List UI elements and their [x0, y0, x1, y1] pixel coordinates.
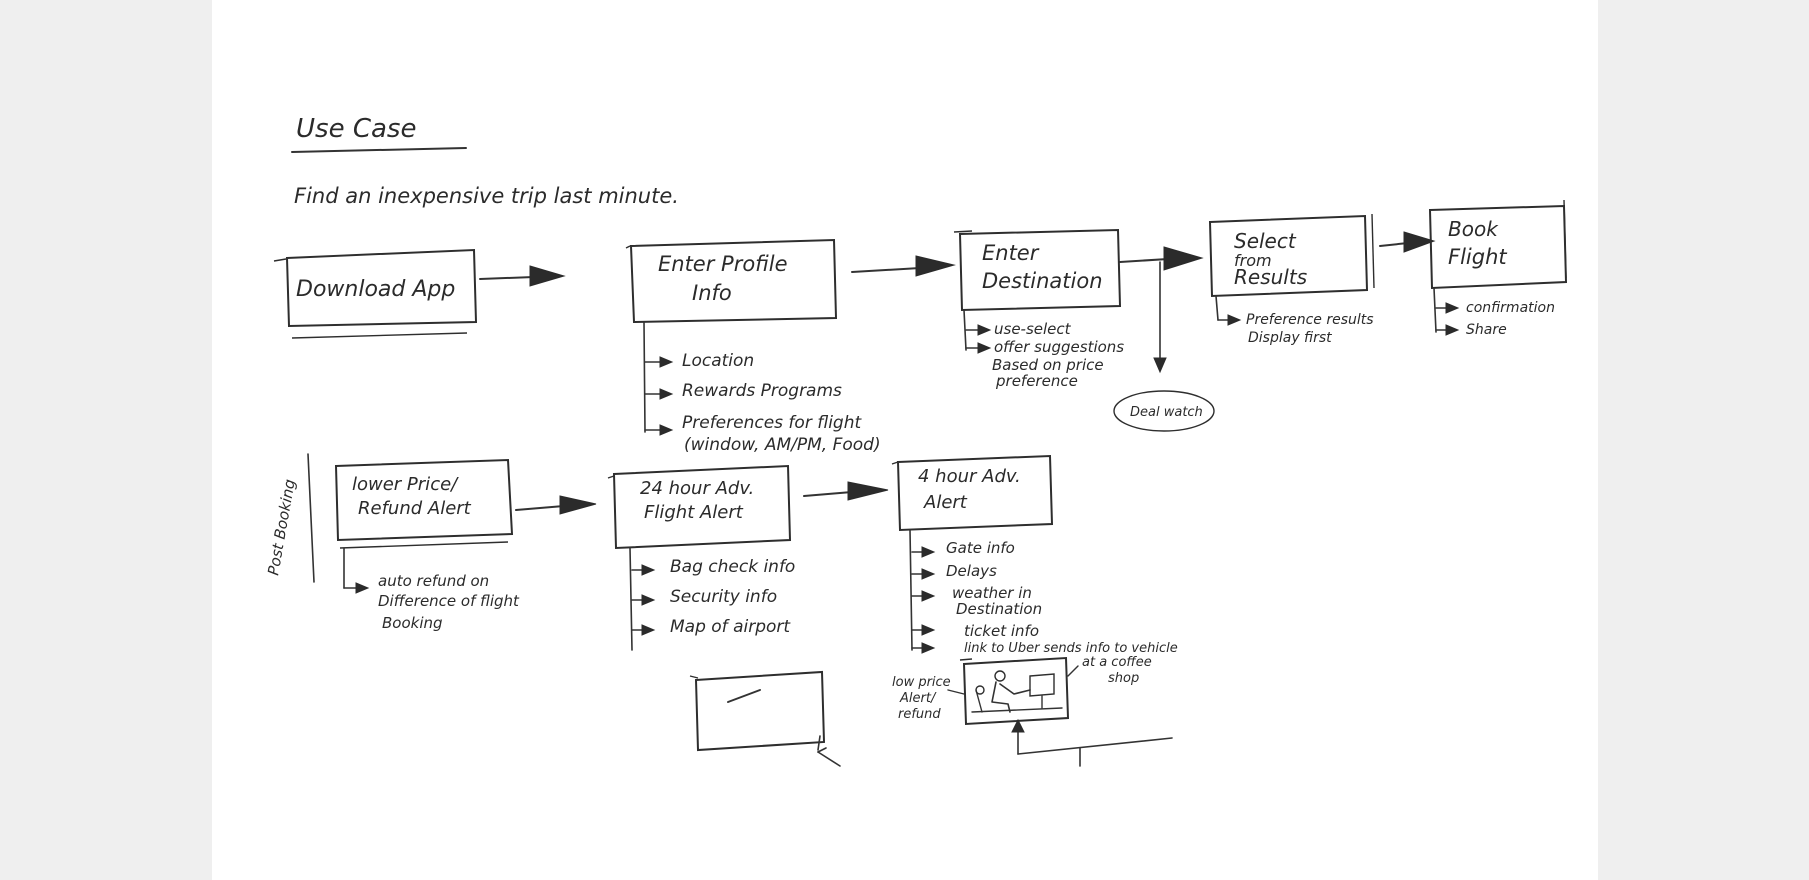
results-notes-bracket — [1215, 295, 1242, 326]
arrow-download-to-profile — [479, 265, 566, 287]
box-24-hour-alert-line2: Flight Alert — [644, 502, 744, 523]
box-refund-alert-line2: Refund Alert — [358, 498, 472, 519]
arrow-24hour-to-4hour — [803, 481, 889, 501]
box-select-from-results-line1: Select — [1234, 229, 1297, 253]
box-4-hour-alert-line1: 4 hour Adv. — [918, 466, 1021, 487]
box-select-from-results-line3: Results — [1234, 265, 1307, 289]
side-label-line — [307, 453, 315, 583]
deal-watch-label: Deal watch — [1130, 405, 1203, 420]
arrow-refund-to-24hour — [515, 495, 597, 515]
sketch-label-shop: shop — [1108, 671, 1139, 686]
results-note-display-first: Display first — [1248, 330, 1332, 346]
box-book-flight-line1: Book — [1448, 217, 1499, 241]
profile-note-location: Location — [682, 351, 754, 371]
destination-note-preference: preference — [995, 372, 1078, 390]
box-download-app — [273, 248, 478, 339]
profile-note-preferences-detail: (window, AM/PM, Food) — [684, 435, 881, 455]
alert4-note-uber: link to Uber sends info to vehicle — [964, 641, 1178, 656]
box-4-hour-alert-line2: Alert — [923, 492, 968, 513]
box-select-from-results — [1208, 213, 1375, 298]
alert24-note-map: Map of airport — [670, 617, 791, 637]
arrow-to-deal-watch — [1153, 261, 1167, 374]
box-24-hour-alert — [607, 464, 792, 550]
sketch-label-refund: refund — [898, 707, 941, 722]
alert4-note-ticket: ticket info — [964, 622, 1039, 640]
alert24-note-security: Security info — [670, 587, 777, 607]
sketch-canvas: Use Case Find an inexpensive trip last m… — [212, 0, 1598, 880]
sketch-empty-screen — [689, 670, 841, 767]
sketch-label-alert: Alert/ — [899, 691, 937, 706]
arrow-profile-to-destination — [851, 255, 956, 277]
destination-note-use-select: use-select — [994, 320, 1072, 338]
title-underline — [291, 147, 467, 153]
diagram-title: Use Case — [296, 114, 416, 144]
sketch-label-left-pointer — [947, 689, 965, 695]
box-refund-alert-line1: lower Price/ — [352, 474, 459, 495]
box-enter-destination-line1: Enter — [982, 241, 1040, 265]
arrow-destination-to-results — [1119, 246, 1204, 271]
profile-notes-bracket — [643, 321, 674, 436]
book-note-share: Share — [1466, 322, 1507, 338]
box-enter-profile-info-line2: Info — [692, 281, 732, 305]
book-note-confirmation: confirmation — [1466, 300, 1555, 316]
side-label-post-booking: Post Booking — [264, 478, 299, 577]
flow-diagram: Use Case Find an inexpensive trip last m… — [264, 114, 1568, 767]
box-24-hour-alert-line1: 24 hour Adv. — [640, 478, 754, 499]
alert4-note-gate: Gate info — [946, 539, 1015, 557]
sketch-label-right-pointer — [1067, 665, 1079, 677]
box-enter-profile-info — [625, 238, 838, 324]
results-note-preference: Preference results — [1246, 312, 1374, 328]
alert24-notes-bracket — [629, 547, 656, 651]
refund-note-auto: auto refund on — [378, 572, 489, 590]
destination-note-based-on: Based on price — [992, 356, 1104, 374]
destination-note-suggestions: offer suggestions — [994, 338, 1124, 356]
sketch-coffee-shop — [959, 656, 1070, 726]
box-book-flight — [1428, 199, 1568, 290]
box-enter-destination — [953, 228, 1122, 312]
book-notes-bracket — [1433, 287, 1460, 336]
box-download-app-label: Download App — [296, 277, 455, 302]
profile-note-rewards: Rewards Programs — [682, 381, 842, 401]
alert4-note-delays: Delays — [946, 562, 997, 580]
profile-note-preferences: Preferences for flight — [682, 413, 862, 433]
sketch-label-coffee: at a coffee — [1082, 655, 1152, 670]
box-select-from-results-line2: from — [1234, 251, 1272, 270]
refund-note-booking: Booking — [382, 614, 443, 632]
arrow-results-to-book — [1379, 231, 1436, 253]
box-4-hour-alert — [891, 454, 1054, 532]
alert4-notes-bracket — [909, 529, 936, 654]
arrow-up-to-coffee-sketch — [1011, 718, 1173, 767]
sketch-label-low-price: low price — [892, 675, 951, 690]
refund-note-difference: Difference of flight — [378, 592, 520, 610]
alert4-note-weather: weather in — [952, 584, 1032, 602]
box-enter-profile-info-line1: Enter Profile — [658, 252, 788, 276]
box-book-flight-line2: Flight — [1448, 245, 1507, 269]
deal-watch-bubble — [1113, 390, 1215, 432]
diagram-subtitle: Find an inexpensive trip last minute. — [294, 184, 679, 208]
alert4-note-destination: Destination — [956, 600, 1042, 618]
box-refund-alert — [334, 458, 514, 549]
alert24-note-bag-check: Bag check info — [670, 557, 795, 577]
destination-notes-bracket — [963, 309, 992, 354]
box-enter-destination-line2: Destination — [982, 269, 1103, 293]
refund-notes-bracket — [343, 547, 370, 594]
